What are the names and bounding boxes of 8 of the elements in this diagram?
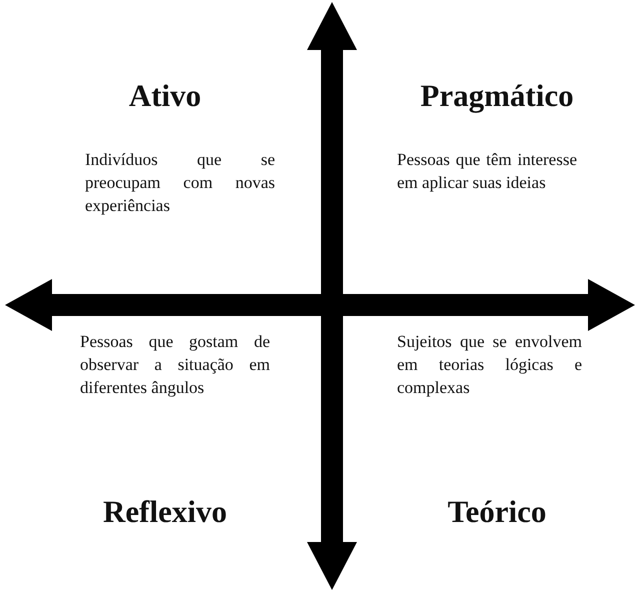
- quadrant-heading: Ativo: [128, 78, 202, 114]
- quadrant-description: Pessoas que gostam de observar a situação em diferentes ângulos: [80, 331, 270, 399]
- quadrant-description: Sujeitos que se envolvem em teorias lógicas e complexas: [397, 331, 582, 399]
- quadrant-heading: Pragmático: [419, 78, 575, 114]
- quadrant-description: Indivíduos que se preocupam com novas experiências: [85, 149, 275, 217]
- quadrant-heading: Reflexivo: [102, 494, 228, 530]
- quadrant-heading: Teórico: [446, 494, 548, 530]
- quadrant-description: Pessoas que têm interesse em aplicar suas ideias: [397, 149, 577, 194]
